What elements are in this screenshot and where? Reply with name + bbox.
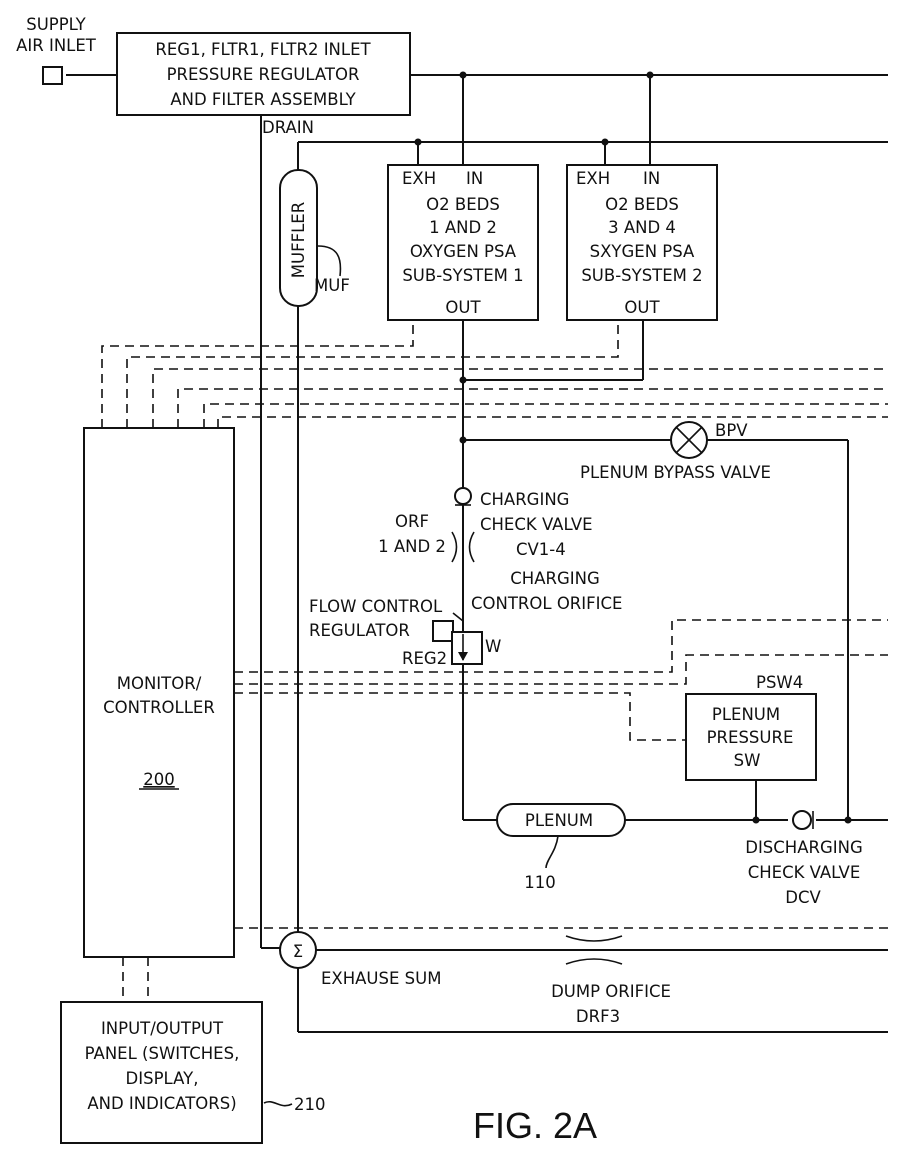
psa1-label-line4: SUB-SYSTEM 1 (402, 266, 523, 285)
psa2-exh-label: EXH (576, 169, 610, 188)
psa1-label-line3: OXYGEN PSA (410, 242, 517, 261)
bpv-label: BPV (715, 421, 748, 440)
supply-label: SUPPLY (26, 15, 86, 34)
regulator-label-line2: PRESSURE REGULATOR (167, 65, 360, 84)
io-label-line2: PANEL (SWITCHES, (85, 1044, 240, 1063)
plenum-label: PLENUM (525, 811, 593, 830)
plenum-leader-line (546, 836, 558, 868)
psa1-out-label: OUT (445, 298, 481, 317)
charging-control-orifice-label: CONTROL ORIFICE (471, 594, 622, 613)
regulator-label: REGULATOR (309, 621, 410, 640)
muffler-label: MUFFLER (289, 202, 308, 278)
psa2-out-label: OUT (624, 298, 660, 317)
monitor-label-line1: MONITOR/ (117, 674, 202, 693)
regulator-label-line1: REG1, FLTR1, FLTR2 INLET (155, 40, 371, 59)
io-reference-number: 210 (294, 1095, 326, 1114)
charging-orifice-label-line1: CHARGING (510, 569, 599, 588)
figure-caption: FIG. 2A (473, 1105, 597, 1146)
air-inlet-label: AIR INLET (16, 36, 97, 55)
w-label: W (485, 637, 501, 656)
io-leader-line (264, 1102, 292, 1106)
muf-label: MUF (314, 276, 350, 295)
plenum-bypass-valve-label: PLENUM BYPASS VALVE (580, 463, 771, 482)
discharging-label-line2: CHECK VALVE (748, 863, 861, 882)
psa1-label-line2: 1 AND 2 (429, 218, 497, 237)
charging-check-valve-symbol (455, 488, 471, 505)
flow-control-label: FLOW CONTROL (309, 597, 443, 616)
psw4-label: PSW4 (756, 673, 803, 692)
io-label-line3: DISPLAY, (126, 1069, 199, 1088)
dump-orifice-label-line1: DUMP ORIFICE (551, 982, 671, 1001)
monitor-reference-number: 200 (143, 770, 175, 789)
io-label-line1: INPUT/OUTPUT (101, 1019, 224, 1038)
charging-check-valve-label-line2: CHECK VALVE (480, 515, 593, 534)
plenum-reference-number: 110 (524, 873, 556, 892)
psa1-label-line1: O2 BEDS (426, 195, 500, 214)
dump-orifice-label-line2: DRF3 (576, 1007, 620, 1026)
orf-label-line2: 1 AND 2 (378, 537, 446, 556)
cv-label: CV1-4 (516, 540, 566, 559)
drain-label: DRAIN (262, 118, 314, 137)
plenum-switch-label-line2: PRESSURE (707, 728, 794, 747)
discharging-label-line1: DISCHARGING (745, 838, 863, 857)
dcv-label: DCV (785, 888, 821, 907)
plenum-switch-label-line1: PLENUM (712, 705, 780, 724)
psa2-label-line4: SUB-SYSTEM 2 (581, 266, 702, 285)
sum-symbol-glyph: Σ (293, 942, 303, 961)
plenum-bypass-valve-symbol (671, 422, 707, 458)
supply-air-inlet-port (43, 67, 62, 84)
psa2-label-line1: O2 BEDS (605, 195, 679, 214)
orf-label-line1: ORF (395, 512, 429, 531)
muffler-leader-line (318, 246, 340, 276)
psa1-in-label: IN (466, 169, 483, 188)
io-label-line4: AND INDICATORS) (87, 1094, 236, 1113)
plenum-switch-label-line3: SW (734, 751, 761, 770)
psa2-label-line2: 3 AND 4 (608, 218, 676, 237)
psa1-exh-label: EXH (402, 169, 436, 188)
discharging-check-valve-symbol (793, 811, 813, 829)
regulator-label-line3: AND FILTER ASSEMBLY (170, 90, 356, 109)
reg2-label: REG2 (402, 649, 447, 668)
psa2-in-label: IN (643, 169, 660, 188)
monitor-label-line2: CONTROLLER (103, 698, 215, 717)
exhaust-sum-label: EXHAUSE SUM (321, 969, 441, 988)
psa2-label-line3: SXYGEN PSA (590, 242, 695, 261)
charging-check-valve-label-line1: CHARGING (480, 490, 569, 509)
